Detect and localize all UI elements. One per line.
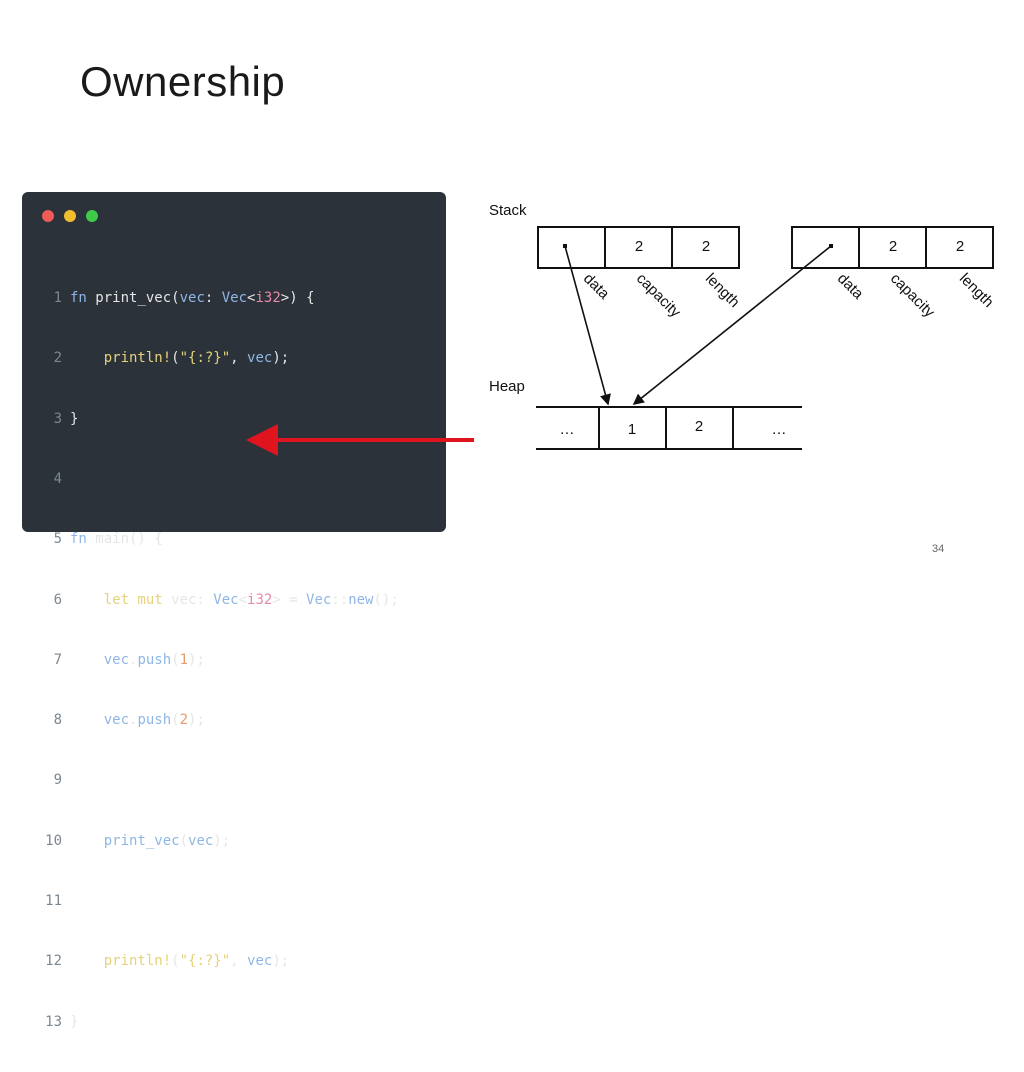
- stack-vec-1: [537, 226, 740, 269]
- token: print_vec(: [95, 290, 180, 307]
- token: <: [247, 290, 256, 307]
- heap-buffer: [536, 406, 802, 450]
- code-line: 3}: [44, 409, 399, 429]
- page-number: 34: [932, 543, 945, 555]
- token: vec: [70, 712, 130, 729]
- token: vec: [188, 832, 214, 849]
- token: 2: [179, 712, 189, 729]
- token: }: [70, 410, 79, 427]
- line-number: 13: [45, 1013, 62, 1030]
- token: > =: [272, 591, 307, 608]
- token: i32: [255, 290, 281, 307]
- token: fn: [70, 290, 87, 307]
- window-close-dot: [42, 210, 54, 222]
- slide-title: Ownership: [80, 58, 286, 105]
- vec2-length-value: 2: [955, 238, 965, 255]
- token: let mut: [70, 591, 163, 608]
- vec1-capacity-value: 2: [634, 238, 644, 255]
- line-number: 2: [53, 350, 62, 367]
- token: >) {: [280, 290, 315, 307]
- token: ,: [230, 953, 248, 970]
- line-number: 1: [53, 290, 62, 307]
- code-line: 7 vec.push(1);: [44, 650, 399, 670]
- token: (: [171, 953, 180, 970]
- line-number: 11: [45, 893, 62, 909]
- token: .: [129, 651, 138, 668]
- data-pointer-arrow-1: [564, 245, 611, 406]
- diagram-graphics: [246, 226, 994, 456]
- stack-label: Stack: [489, 202, 527, 219]
- token: "{:?}": [179, 350, 231, 367]
- token: ::: [331, 591, 349, 608]
- code-line: 1 fn print_vec(vec: Vec<i32>) {: [44, 288, 399, 308]
- token: vec: [247, 350, 273, 367]
- heap-ellipsis-left: …: [559, 421, 575, 438]
- code-line: 11: [44, 891, 399, 911]
- token: println!: [70, 953, 172, 970]
- code-line-highlighted: 10 print_vec(vec);: [44, 831, 399, 851]
- code-line: 12 println!("{:?}", vec);: [44, 951, 399, 971]
- token: vec: [70, 651, 130, 668]
- code-line: 13}: [44, 1012, 399, 1032]
- code-line: 4: [44, 469, 399, 489]
- line-number: 6: [53, 591, 62, 608]
- window-maximize-dot: [86, 210, 98, 222]
- heap-ellipsis-right: …: [771, 421, 787, 438]
- token: (: [171, 712, 180, 729]
- token: main() {: [86, 531, 163, 548]
- token: Vec: [213, 591, 239, 608]
- token: .: [129, 712, 138, 729]
- token: vec:: [162, 591, 214, 608]
- token: );: [188, 651, 205, 668]
- token: Vec: [221, 290, 248, 307]
- line-number: 5: [53, 531, 62, 548]
- line-number: 12: [45, 953, 62, 970]
- heap-element-2: 2: [694, 418, 704, 435]
- window-minimize-dot: [64, 210, 76, 222]
- code-line: 6 let mut vec: Vec<i32> = Vec::new();: [44, 590, 399, 610]
- token: push: [137, 651, 172, 668]
- line-number: 8: [53, 712, 62, 729]
- token: (: [171, 651, 180, 668]
- vec1-length-value: 2: [701, 238, 711, 255]
- token: Vec: [306, 591, 332, 608]
- line-number: 4: [53, 471, 62, 488]
- token: vec: [179, 290, 205, 307]
- vec2-capacity-value: 2: [888, 238, 898, 255]
- token: fn: [70, 531, 87, 548]
- token: );: [272, 350, 290, 367]
- token: <: [238, 591, 248, 608]
- token: println!: [70, 350, 172, 367]
- code-line: 9: [44, 770, 399, 790]
- line-number: 7: [53, 651, 62, 668]
- token: (: [171, 350, 180, 367]
- heap-label: Heap: [489, 378, 525, 395]
- token: :: [204, 290, 222, 307]
- line-number: 3: [53, 410, 62, 427]
- heap-element-1: 1: [627, 421, 637, 438]
- token: (: [179, 832, 189, 849]
- line-number: 9: [53, 772, 62, 789]
- token: ,: [230, 350, 248, 367]
- token: 1: [179, 651, 189, 668]
- token: push: [137, 712, 172, 729]
- token: }: [70, 1013, 79, 1030]
- token: );: [213, 832, 231, 849]
- data-pointer-arrow-2: [632, 245, 832, 406]
- token: print_vec: [70, 832, 180, 849]
- token: );: [272, 953, 290, 970]
- token: );: [188, 712, 205, 729]
- token: new: [348, 591, 374, 608]
- code-line: 2 println!("{:?}", vec);: [44, 348, 399, 368]
- token: vec: [247, 953, 273, 970]
- code-line: 8 vec.push(2);: [44, 710, 399, 730]
- code-line: 5 fn main() {: [44, 529, 399, 549]
- token: i32: [247, 591, 273, 608]
- line-number: 10: [45, 832, 62, 849]
- token: "{:?}": [179, 953, 231, 970]
- token: ();: [373, 591, 399, 608]
